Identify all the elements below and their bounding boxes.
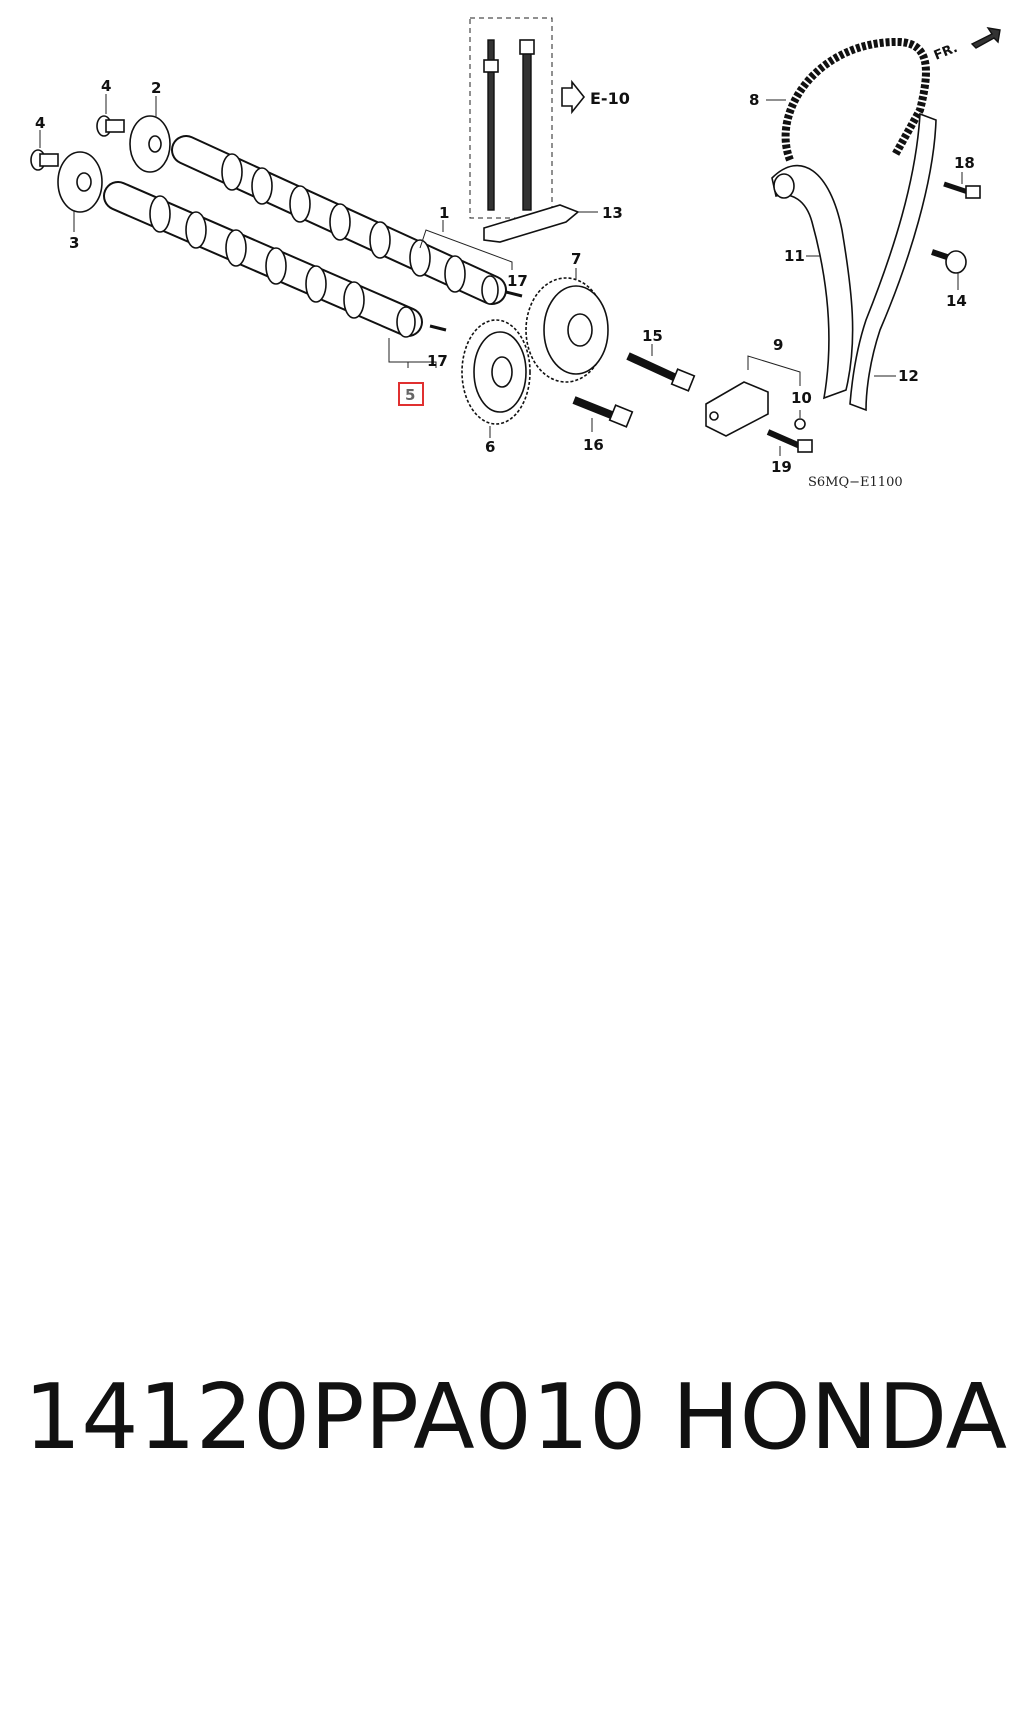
callout-10: 10: [791, 389, 812, 407]
plate-bolt-upper: [96, 115, 125, 137]
callout-13: 13: [602, 204, 623, 222]
callout-5[interactable]: 5: [405, 386, 415, 404]
callout-15: 15: [642, 327, 663, 345]
diagram-code: S6MQ−E1100: [808, 475, 903, 490]
tensioner-arm: [771, 164, 854, 400]
part-number: 14120PPA010: [24, 1365, 647, 1470]
vtc-actuator: [525, 277, 609, 383]
chain-tensioner: [705, 381, 769, 437]
callout-1: 1: [439, 204, 449, 222]
dowel-pin-upper: [505, 290, 523, 298]
actuator-bolt: [626, 352, 696, 392]
leader-lines: [39, 94, 963, 456]
sprocket-bolt: [572, 396, 634, 428]
brand-name: HONDA: [672, 1365, 1008, 1470]
front-direction-indicator: FR.: [932, 27, 1001, 64]
sealing-washer: [794, 418, 806, 430]
callout-8: 8: [749, 91, 759, 109]
callout-16: 16: [583, 436, 604, 454]
callout-4-lower: 4: [35, 114, 45, 132]
head-bolt-group: [469, 17, 553, 219]
plate-bolt-lower: [30, 149, 59, 171]
cam-holder-bracket: [483, 204, 580, 243]
pulsar-plate-lower: [57, 151, 103, 213]
callout-14: 14: [946, 292, 967, 310]
exhaust-cam-sprocket: [461, 319, 531, 425]
callout-18: 18: [954, 154, 975, 172]
reference-arrow[interactable]: E-10: [561, 79, 630, 115]
intake-camshaft: [171, 135, 507, 305]
exploded-parts-diagram: E-10 FR.: [30, 17, 1001, 490]
highlight-box: [398, 382, 424, 406]
callout-6: 6: [485, 438, 495, 456]
pulsar-plate-upper: [129, 115, 171, 173]
callout-11: 11: [784, 247, 805, 265]
callout-9: 9: [773, 336, 783, 354]
dowel-pin-lower: [429, 324, 447, 332]
callout-12: 12: [898, 367, 919, 385]
callout-2: 2: [151, 79, 161, 97]
reference-label: E-10: [590, 89, 630, 108]
callout-7: 7: [571, 250, 581, 268]
callout-4-upper: 4: [101, 77, 111, 95]
chain-guide: [849, 112, 937, 412]
callout-17-upper: 17: [507, 272, 528, 290]
callout-3: 3: [69, 234, 79, 252]
exhaust-camshaft: [103, 181, 423, 338]
callout-19: 19: [771, 458, 792, 476]
callout-17-lower: 17: [427, 352, 448, 370]
caption-bar: 14120PPA010 HONDA: [0, 1358, 1024, 1478]
guide-bolt: [931, 249, 967, 274]
cam-chain: [781, 37, 930, 162]
front-label: FR.: [932, 41, 960, 64]
tensioner-bolt: [766, 429, 813, 453]
arm-pivot-bolt: [943, 181, 981, 199]
